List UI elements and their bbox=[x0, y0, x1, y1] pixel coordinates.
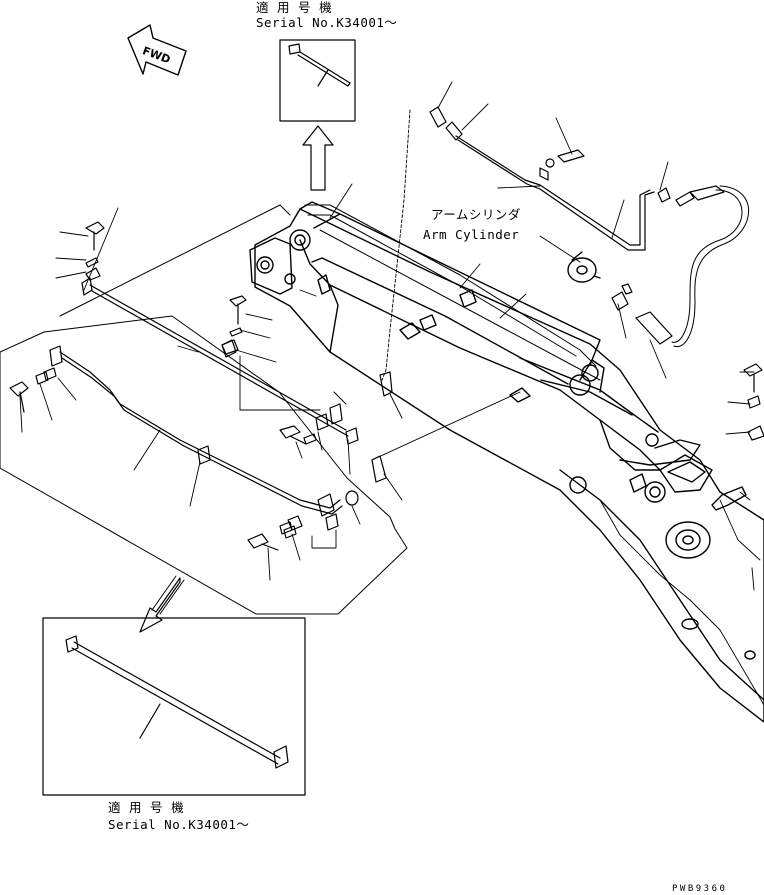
bottom-detail-box bbox=[42, 617, 306, 796]
top-applicable-label: 適 用 号 機 bbox=[256, 0, 333, 15]
pipe-assembly-right bbox=[379, 106, 749, 397]
reference-boundary bbox=[0, 315, 408, 615]
arm-cylinder-jp-label: アームシリンダ bbox=[431, 207, 521, 222]
detail-up-arrow bbox=[302, 125, 334, 191]
reference-line-upper bbox=[59, 204, 291, 317]
rod-upper bbox=[81, 221, 387, 483]
drawing-code: PWB9360 bbox=[672, 884, 728, 894]
top-detail-box bbox=[279, 39, 356, 122]
arm-cylinder-en-label: Arm Cylinder bbox=[423, 227, 520, 242]
fwd-arrow-icon: FWD bbox=[127, 24, 187, 76]
leader-lines bbox=[19, 81, 755, 591]
bottom-serial-label: Serial No.K34001～ bbox=[108, 817, 250, 832]
rod-lower bbox=[9, 345, 359, 551]
detail-down-arrow bbox=[139, 577, 181, 633]
right-bolts bbox=[743, 363, 764, 441]
boom bbox=[249, 201, 764, 723]
bottom-applicable-label: 適 用 号 機 bbox=[108, 800, 185, 815]
top-serial-label: Serial No.K34001～ bbox=[256, 15, 398, 30]
